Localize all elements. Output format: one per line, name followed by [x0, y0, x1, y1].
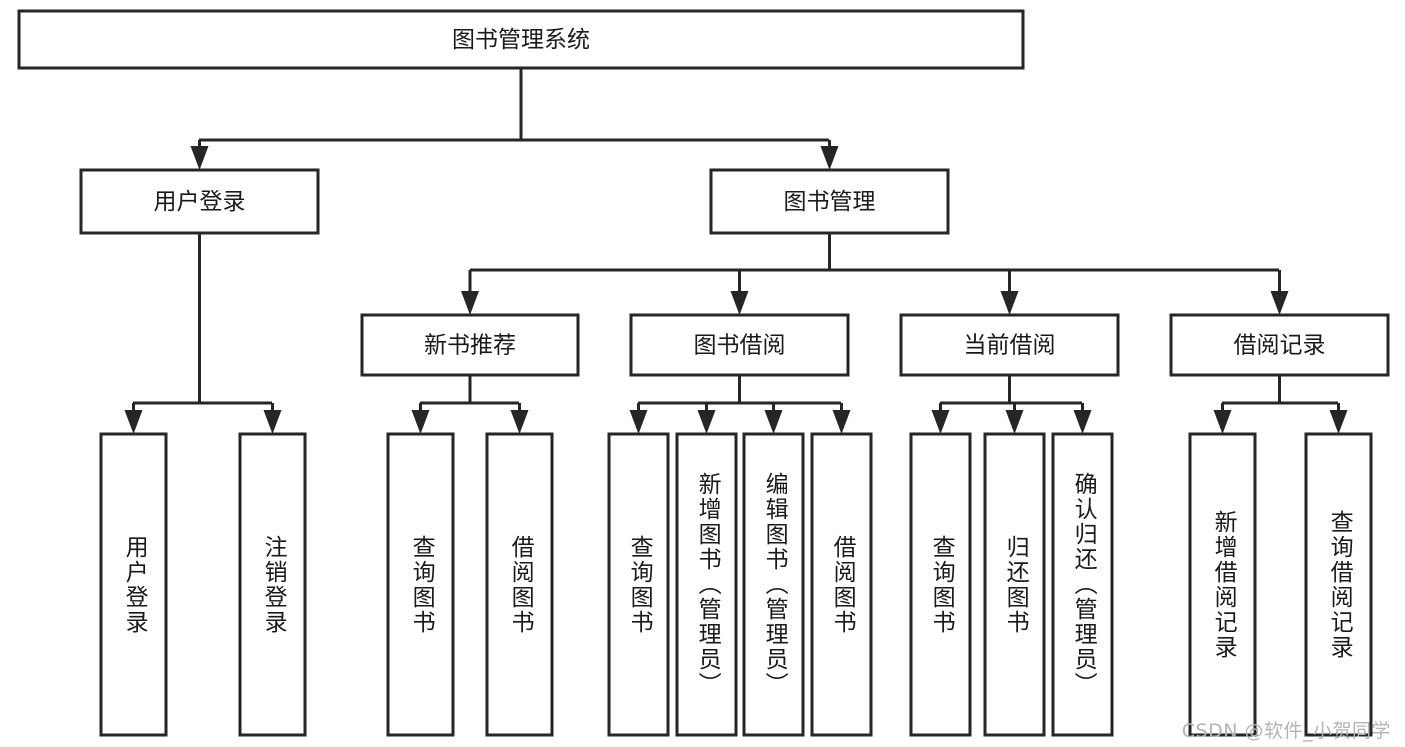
leaf-box-8[interactable] — [909, 432, 972, 737]
level2-label-1: 图书管理 — [784, 189, 876, 215]
arrow-head-level3-0 — [461, 291, 479, 315]
root-box-0[interactable] — [17, 9, 1025, 70]
leaf-box-5[interactable] — [675, 432, 738, 737]
arrow-head-leaf-0-1 — [263, 410, 282, 434]
arrow-head-leaf-1-0 — [411, 410, 430, 434]
arrow-head-leaf-2-1 — [697, 410, 716, 434]
level3-label-2: 当前借阅 — [964, 333, 1056, 359]
arrow-head-leaf-3-1 — [1005, 410, 1024, 434]
level3-box-1[interactable] — [629, 313, 850, 377]
arrow-head-leaf-4-1 — [1329, 410, 1348, 434]
connector-layer — [124, 68, 1348, 434]
arrow-head-leaf-4-0 — [1213, 410, 1232, 434]
arrow-head-leaf-0-0 — [124, 410, 143, 434]
level3-label-1: 图书借阅 — [694, 333, 786, 359]
root-label-0: 图书管理系统 — [452, 27, 590, 53]
level2-label-0: 用户登录 — [154, 189, 246, 215]
leaf-box-7[interactable] — [810, 432, 873, 737]
level3-box-3[interactable] — [1169, 313, 1390, 377]
level3-label-0: 新书推荐 — [424, 333, 516, 359]
arrow-head-level3-2 — [1000, 291, 1019, 315]
arrow-head-level3-3 — [1270, 291, 1289, 315]
leaf-box-10[interactable] — [1051, 432, 1114, 737]
level2-box-1[interactable] — [709, 168, 950, 235]
leaf-box-6[interactable] — [742, 432, 805, 737]
node-box-layer — [17, 9, 1390, 737]
level3-label-3: 借阅记录 — [1234, 333, 1326, 359]
level3-box-0[interactable] — [360, 313, 580, 377]
arrow-head-leaf-2-0 — [629, 410, 648, 434]
leaf-box-1[interactable] — [238, 432, 307, 737]
leaf-box-2[interactable] — [386, 432, 455, 737]
leaf-box-11[interactable] — [1188, 432, 1257, 737]
arrow-head-level3-1 — [730, 291, 749, 315]
level3-box-2[interactable] — [899, 313, 1120, 377]
leaf-box-4[interactable] — [607, 432, 670, 737]
watermark-text: CSDN @软件_小贺同学 — [1181, 720, 1391, 742]
arrow-head-leaf-2-3 — [832, 410, 851, 434]
arrow-head-leaf-3-2 — [1073, 410, 1092, 434]
arrow-head-leaf-1-1 — [510, 410, 529, 434]
arrow-head-level2-1 — [820, 146, 839, 170]
arrow-head-leaf-2-2 — [764, 410, 783, 434]
arrow-head-level2-0 — [190, 146, 209, 170]
leaf-box-9[interactable] — [983, 432, 1046, 737]
leaf-box-0[interactable] — [99, 432, 168, 737]
level2-box-0[interactable] — [79, 168, 320, 235]
leaf-box-3[interactable] — [485, 432, 554, 737]
arrow-head-leaf-3-0 — [931, 410, 950, 434]
leaf-box-12[interactable] — [1304, 432, 1373, 737]
